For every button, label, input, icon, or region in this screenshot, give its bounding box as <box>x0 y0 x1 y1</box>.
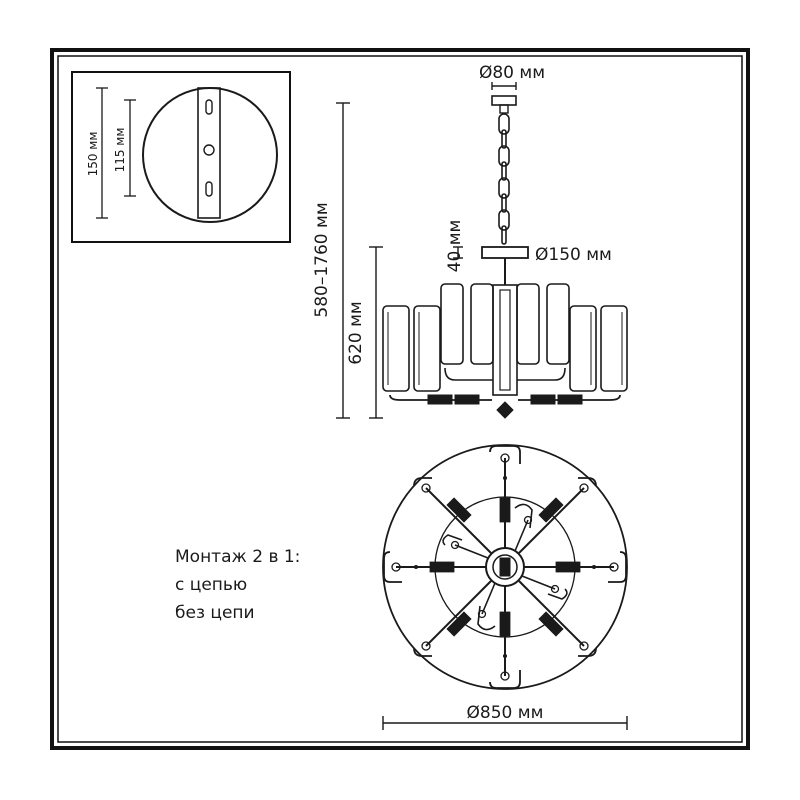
inner-frame <box>57 55 743 743</box>
inner-shades <box>442 503 568 631</box>
canopy <box>481 246 529 259</box>
outer-frame <box>50 48 750 750</box>
canopy-diameter-label: Ø150 мм <box>535 245 612 265</box>
sockets <box>391 453 619 681</box>
diameter-dimension-line <box>382 716 628 730</box>
arm-sleeves <box>429 497 581 637</box>
plate-holes-label: 115 мм <box>113 128 127 173</box>
outer-arms <box>396 458 614 676</box>
inner-arms <box>454 519 556 615</box>
chain <box>498 113 510 245</box>
mount-note-line1: Монтаж 2 в 1: <box>175 547 300 567</box>
mount-note-line3: без цепи <box>175 603 255 623</box>
top-view <box>382 444 628 690</box>
canopy-height-label: 40 мм <box>445 220 465 273</box>
overall-diameter-label: Ø850 мм <box>467 703 544 723</box>
side-dimension-lines <box>336 82 517 419</box>
mounting-plate-inset <box>71 71 291 243</box>
outer-shades <box>383 445 627 689</box>
total-height-label: 580–1760 мм <box>312 202 332 317</box>
mount-width-label: Ø80 мм <box>479 63 545 83</box>
side-view <box>382 95 628 419</box>
body-height-label: 620 мм <box>346 301 366 365</box>
plate-outer-label: 150 мм <box>86 132 100 177</box>
mount-note-line2: с цепью <box>175 575 247 595</box>
